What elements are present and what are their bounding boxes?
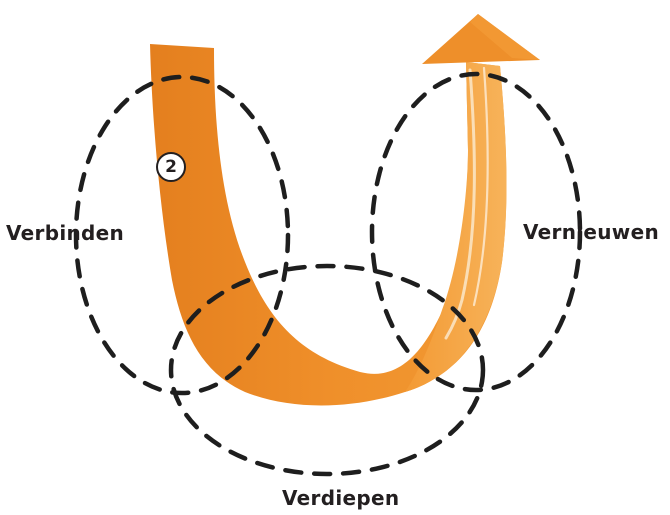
u-turn-arrow-icon [150, 14, 540, 406]
step-badge: 2 [156, 152, 186, 182]
left-circle [73, 74, 291, 396]
bottom-circle [168, 263, 486, 477]
right-circle [369, 71, 583, 393]
label-verbinden: Verbinden [6, 221, 125, 245]
label-verdiepen: Verdiepen [282, 486, 400, 510]
label-vernieuwen: Vernieuwen [523, 220, 659, 244]
step-number: 2 [165, 157, 177, 177]
dashed-circle-icon [73, 71, 583, 477]
